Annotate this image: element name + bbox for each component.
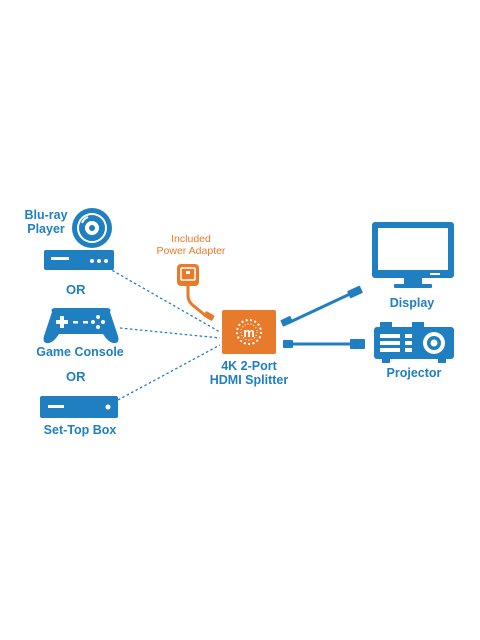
power-adapter-label-line1: Included	[171, 233, 211, 245]
disc-icon	[72, 208, 112, 248]
display-label: Display	[389, 296, 435, 310]
set-top-box-icon	[40, 396, 118, 418]
settop-connection-line	[117, 344, 221, 401]
monitor-icon	[372, 222, 454, 288]
source-connection-lines	[107, 267, 221, 401]
or-separator-1: OR	[66, 282, 86, 297]
game-console-label: Game Console	[36, 345, 124, 359]
splitter-label: 4K 2-Port HDMI Splitter	[196, 359, 302, 387]
bluray-player-icon	[44, 250, 114, 270]
console-connection-line	[119, 327, 221, 339]
display-cable	[280, 285, 363, 327]
splitter-logo-icon	[236, 319, 262, 345]
or-separator-2: OR	[66, 369, 86, 384]
output-cables	[280, 285, 365, 349]
gamepad-icon	[43, 308, 119, 344]
projector-icon	[374, 322, 454, 363]
bluray-label: Blu-ray Player	[20, 208, 72, 236]
power-adapter-label-line2: Power Adapter	[156, 245, 226, 257]
power-adapter-label: Included Power Adapter	[148, 233, 234, 257]
splitter-logo-letter: m	[243, 325, 255, 340]
bluray-label-line2: Player	[27, 222, 65, 236]
splitter-box	[222, 310, 276, 354]
bluray-label-line1: Blu-ray	[24, 208, 68, 222]
splitter-label-line2: HDMI Splitter	[209, 373, 289, 387]
bluray-icon-group	[44, 208, 114, 270]
splitter-label-line1: 4K 2-Port	[221, 359, 277, 373]
power-adapter-icon	[177, 264, 215, 321]
bluray-connection-line	[107, 267, 221, 333]
settop-label: Set-Top Box	[43, 423, 117, 437]
projector-cable	[283, 339, 365, 349]
projector-label: Projector	[386, 366, 442, 380]
